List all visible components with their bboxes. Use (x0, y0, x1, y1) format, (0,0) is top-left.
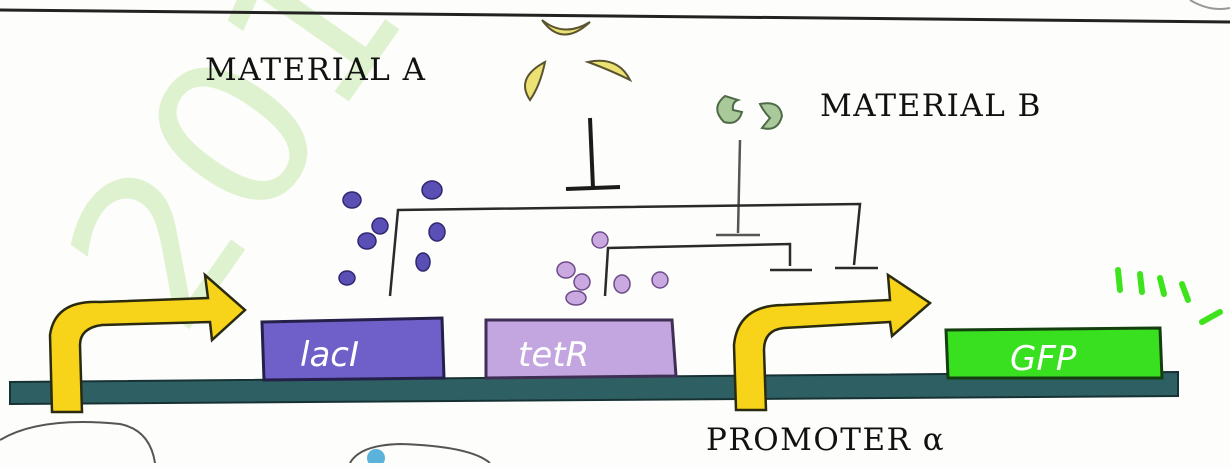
material-a-inhibition (566, 118, 620, 189)
material-a-label: MATERIAL A (205, 52, 427, 88)
gfp-glow-marks (1118, 270, 1220, 322)
material-b-molecule-2 (760, 103, 782, 129)
material-a-molecule-2 (525, 62, 545, 100)
laci-repression-line (390, 204, 878, 296)
material-b-molecules (717, 96, 782, 129)
material-a-molecules (525, 20, 630, 100)
material-b-molecule-1 (717, 96, 742, 123)
material-b-label: MATERIAL B (820, 88, 1042, 124)
gene-tetr: tetR (486, 320, 676, 378)
corner-mark (1190, 0, 1230, 9)
gene-gfp-label: GFP (1010, 339, 1077, 379)
gene-gfp: GFP (946, 328, 1162, 379)
promoter-label: PROMOTER α (706, 422, 945, 458)
material-a-molecule-1 (542, 20, 590, 35)
material-a-molecule-3 (588, 61, 630, 80)
gene-laci-label: lacI (300, 335, 359, 375)
gene-tetr-label: tetR (518, 335, 589, 375)
cell-outline (0, 422, 155, 463)
cell-dot (367, 449, 385, 463)
material-b-inhibition (716, 140, 760, 235)
gene-laci: lacI (262, 318, 444, 380)
tetr-proteins (557, 232, 668, 305)
tetr-repression-line (605, 244, 812, 296)
